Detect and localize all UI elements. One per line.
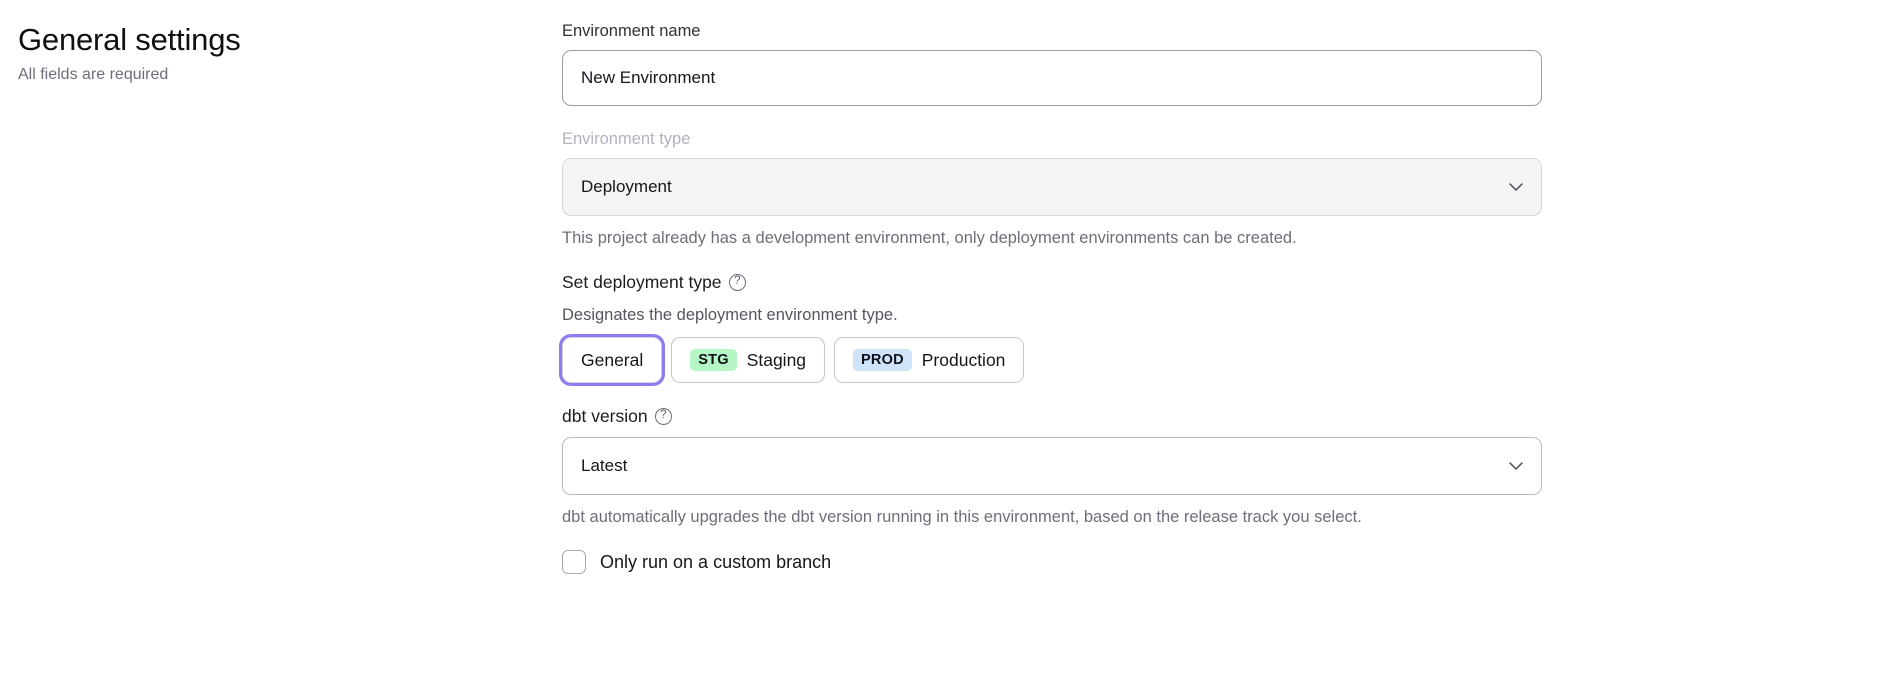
dbt-version-field-group: dbt version ? Latest dbt automatically u…	[562, 404, 1862, 528]
deployment-type-option-staging[interactable]: STG Staging	[671, 337, 826, 383]
custom-branch-row: Only run on a custom branch	[562, 550, 1862, 574]
environment-name-input[interactable]: New Environment	[562, 50, 1542, 106]
page-subtitle: All fields are required	[18, 66, 169, 83]
help-circle-icon[interactable]: ?	[654, 407, 672, 425]
environment-name-label: Environment name	[562, 22, 701, 40]
dbt-version-select-shell: Latest	[562, 437, 1542, 495]
production-badge: PROD	[853, 348, 912, 372]
deployment-type-option-general[interactable]: General	[562, 337, 663, 383]
staging-badge: STG	[690, 348, 737, 372]
deployment-type-option-staging-label: Staging	[746, 349, 807, 370]
page-title: General settings	[18, 22, 241, 57]
deployment-type-option-production[interactable]: PROD Production	[834, 337, 1025, 383]
environment-type-select[interactable]: Deployment	[562, 158, 1542, 216]
environment-type-label: Environment type	[562, 130, 691, 148]
chevron-down-icon	[1508, 458, 1524, 474]
deployment-type-description: Designates the deployment environment ty…	[562, 306, 898, 324]
environment-type-helper-text: This project already has a development e…	[562, 229, 1297, 247]
custom-branch-checkbox[interactable]	[562, 550, 586, 574]
deployment-type-label-row: Set deployment type ?	[562, 270, 1862, 294]
help-circle-icon[interactable]: ?	[728, 273, 746, 291]
custom-branch-label: Only run on a custom branch	[600, 552, 832, 572]
deployment-type-option-production-label: Production	[921, 349, 1006, 370]
deployment-type-field-group: Set deployment type ? Designates the dep…	[562, 270, 1862, 383]
deployment-type-label: Set deployment type	[562, 272, 722, 292]
environment-type-field-group: Environment type Deployment This project…	[562, 128, 1862, 249]
dbt-version-label: dbt version	[562, 406, 648, 426]
deployment-type-option-general-label: General	[581, 349, 644, 370]
settings-header-column: General settings All fields are required	[0, 14, 562, 678]
environment-name-field-group: Environment name New Environment	[562, 20, 1862, 106]
chevron-down-icon	[1508, 179, 1524, 195]
dbt-version-helper-text: dbt automatically upgrades the dbt versi…	[562, 508, 1362, 526]
dbt-version-label-row: dbt version ?	[562, 404, 1862, 428]
environment-type-select-shell: Deployment	[562, 158, 1542, 216]
deployment-type-option-group: General STG Staging PROD Production	[562, 337, 1862, 383]
dbt-version-select[interactable]: Latest	[562, 437, 1542, 495]
settings-form-column: Environment name New Environment Environ…	[562, 14, 1890, 678]
